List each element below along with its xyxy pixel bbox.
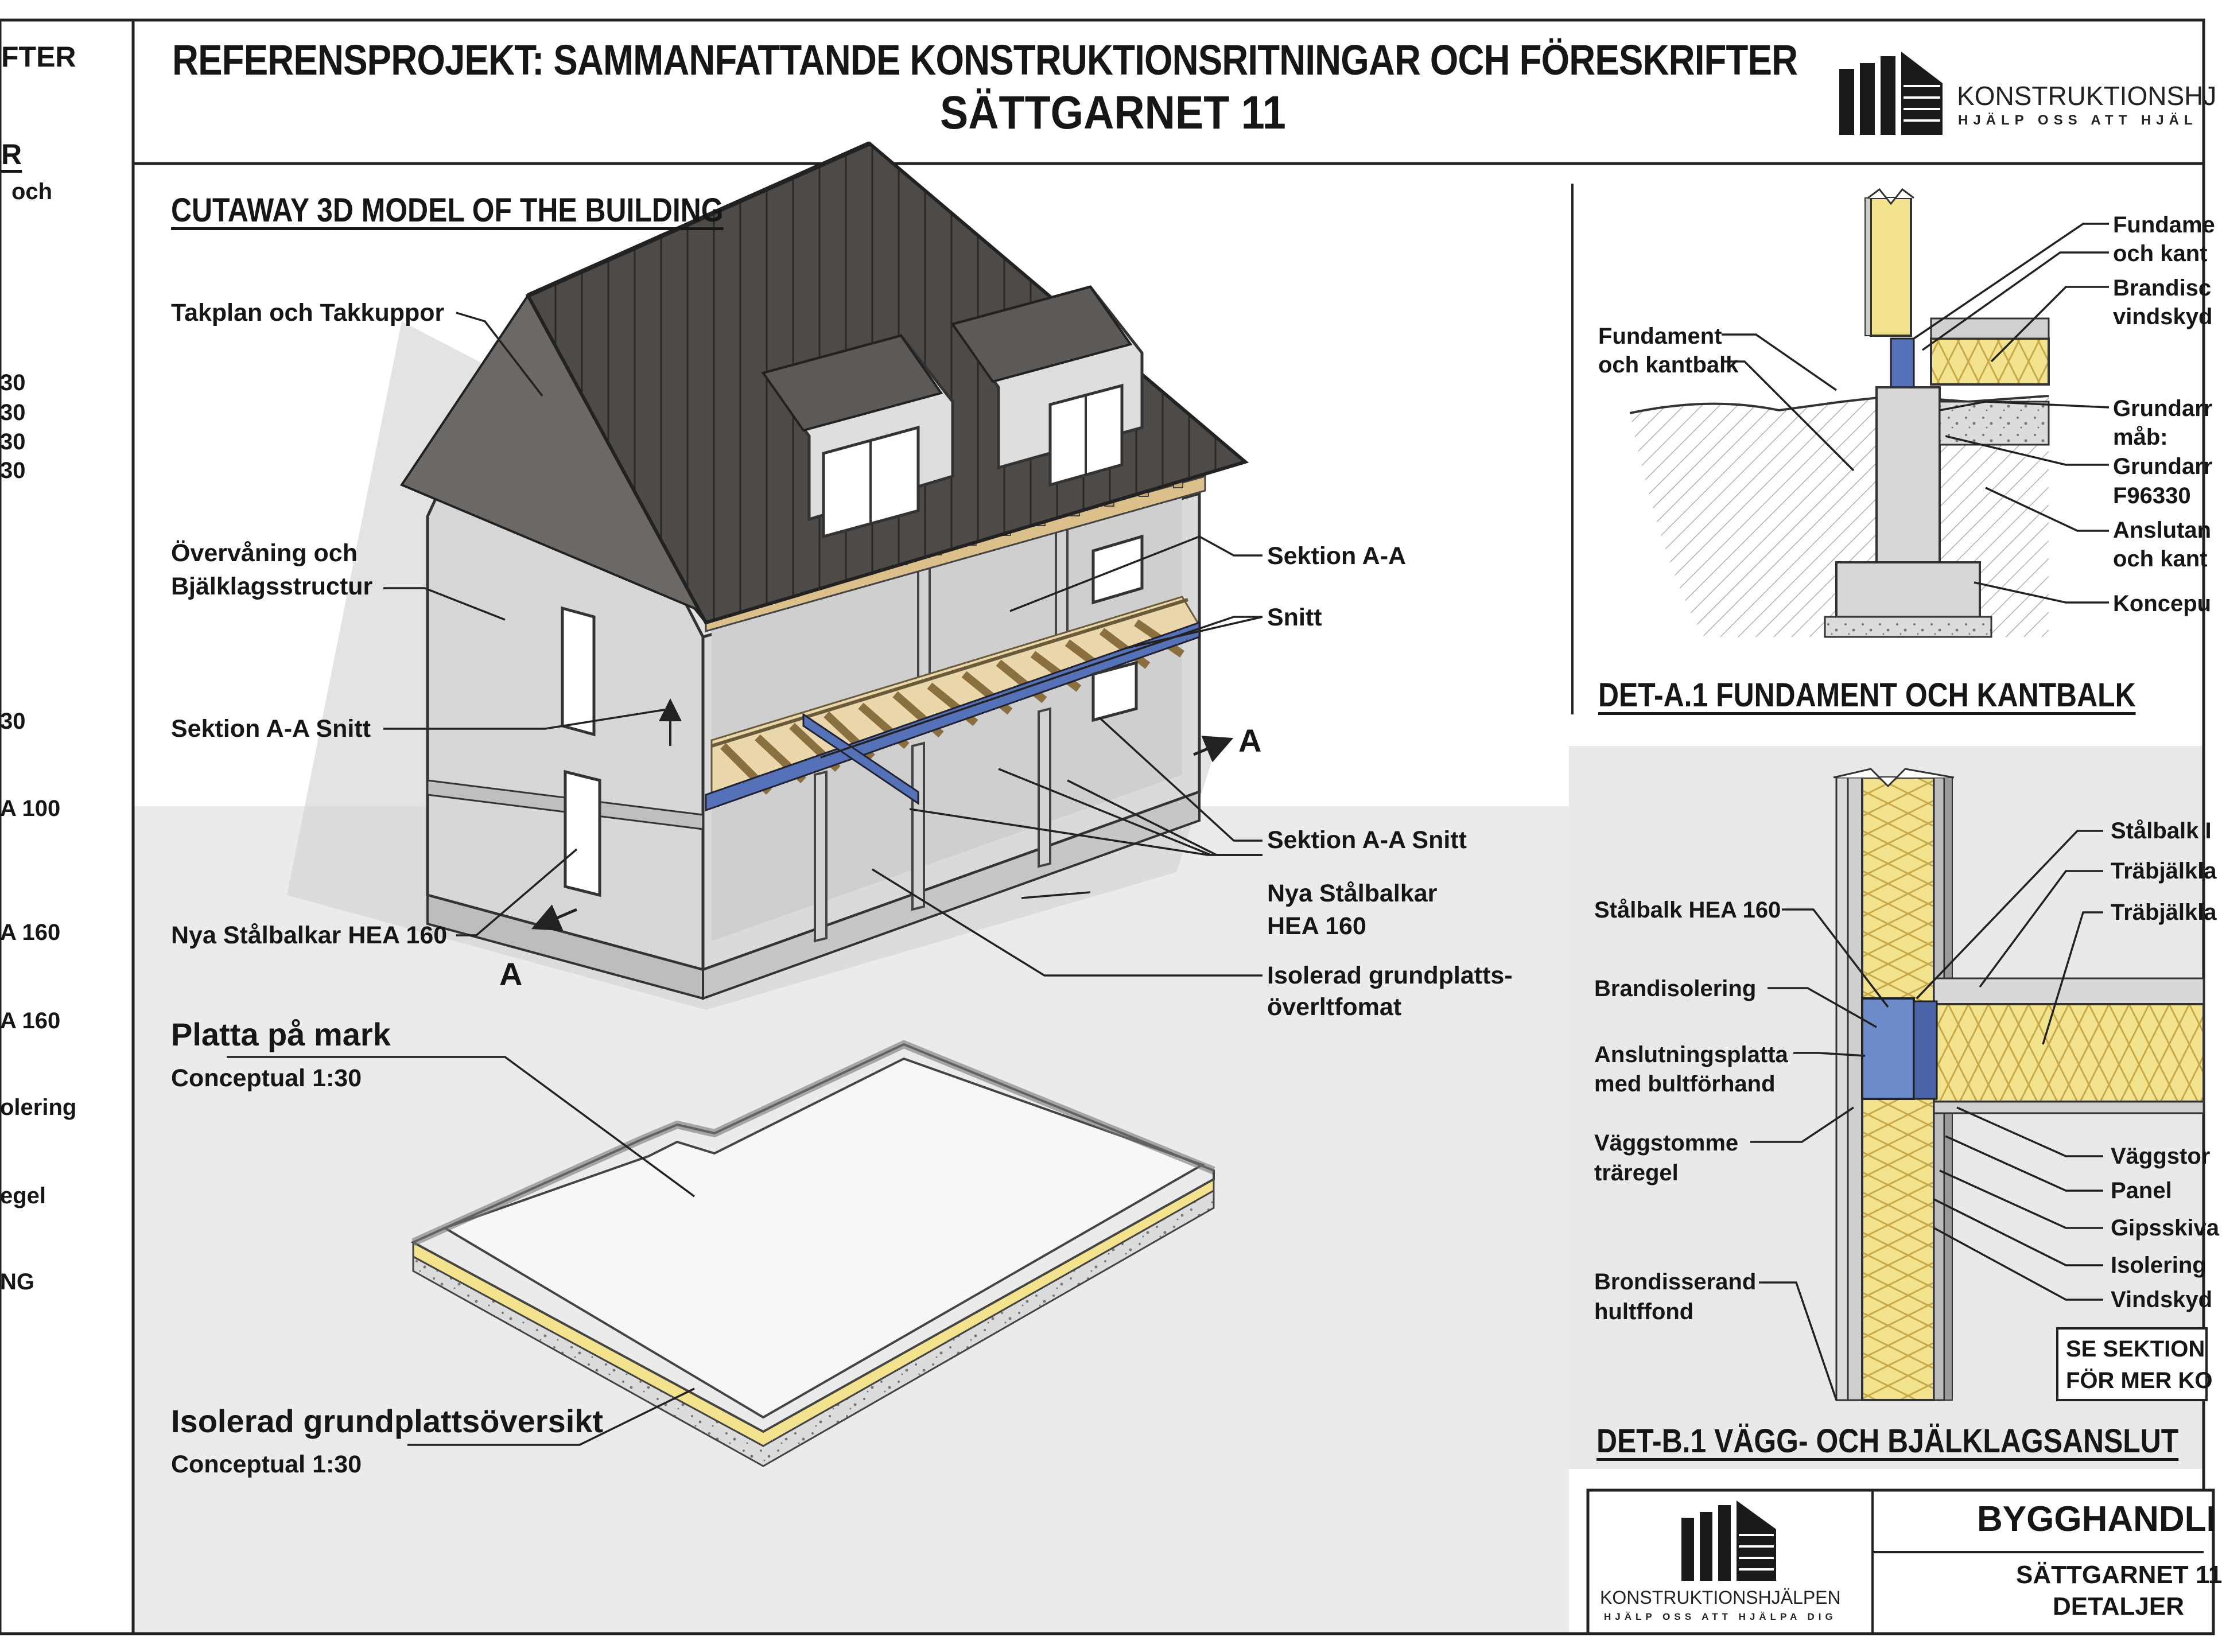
det-a1-right-label: vindskyd <box>2113 304 2213 329</box>
label-isolerad-2: överltfomat <box>1267 993 1402 1021</box>
det-a1-graphic <box>1629 188 2050 638</box>
section-arrow-a-left: A <box>499 956 523 992</box>
left-strip-item: 30 <box>0 429 26 454</box>
det-a1-right-label: måb: <box>2113 425 2168 450</box>
det-a1-right-label: Grundarr <box>2113 454 2213 479</box>
det-b1-left-label: Stålbalk HEA 160 <box>1594 897 1781 923</box>
left-strip-item: NG <box>0 1269 34 1295</box>
header-logo-tagline: HJÄLP OSS ATT HJÄL <box>1958 112 2198 128</box>
left-strip-item: R <box>1 138 22 170</box>
det-b1-right-label: Vindskyd <box>2111 1287 2213 1312</box>
label-nya-stal-2: HEA 160 <box>1267 912 1366 940</box>
det-b1-left-label: Anslutningsplatta <box>1594 1042 1788 1067</box>
label-sektion-left: Sektion A-A Snitt <box>171 715 371 743</box>
slab-scale: Conceptual 1:30 <box>171 1064 362 1092</box>
label-nya-stal-1: Nya Stålbalkar <box>1267 880 1438 907</box>
left-strip-item: 30 <box>0 458 26 483</box>
house-3d-model <box>287 141 1249 1010</box>
det-a1-left-label-1: Fundament <box>1598 324 1722 349</box>
sheet-subtitle: SÄTTGARNET 11 <box>940 87 1286 139</box>
slab-bottom-title: Isolerad grundplattsöversikt <box>171 1403 604 1439</box>
left-strip-item: 30 <box>0 370 26 395</box>
det-b1-left-label: Brandisolering <box>1594 976 1757 1001</box>
slab-bottom-scale: Conceptual 1:30 <box>171 1451 362 1478</box>
det-b1-right-label: Träbjälkla <box>2111 900 2217 925</box>
det-b1-left-label: hultffond <box>1594 1299 1694 1324</box>
header-logo-mark <box>1839 52 1943 135</box>
floor-joists <box>710 596 1201 799</box>
leader-lines-det-b1 <box>1750 830 2103 1401</box>
det-a1-right-label: F96330 <box>2113 483 2191 508</box>
label-sektion-aa: Sektion A-A <box>1267 542 1407 570</box>
det-b1-title: DET-B.1 VÄGG- OCH BJÄLKLAGSANSLUT <box>1596 1422 2179 1460</box>
dormers <box>760 285 1144 539</box>
leader-lines-slab <box>227 1056 696 1446</box>
left-strip-item: 30 <box>0 400 26 425</box>
det-b1-left-label: träregel <box>1594 1160 1679 1185</box>
label-takplan: Takplan och Takkuppor <box>171 299 445 326</box>
det-a1-right-label: Anslutan <box>2113 518 2212 543</box>
slab-on-grade <box>410 1040 1215 1467</box>
title-block-logo-name: KONSTRUKTIONSHJÄLPEN <box>1600 1587 1841 1608</box>
leader-lines-main <box>383 312 1263 977</box>
det-a1-right-label: och kant <box>2113 241 2208 266</box>
det-a1-title: DET-A.1 FUNDAMENT OCH KANTBALK <box>1598 677 2136 714</box>
det-b1-right-label: Stålbalk I <box>2111 818 2212 844</box>
det-a1-right-label: och kant <box>2113 546 2208 572</box>
det-b1-left-label: med bultförhand <box>1594 1071 1776 1097</box>
label-overvaning-1: Övervåning och <box>171 539 358 567</box>
left-strip-item: A 160 <box>0 920 61 945</box>
det-b1-right-label: Väggstor <box>2111 1144 2211 1169</box>
det-b1-graphic <box>1833 768 2208 1401</box>
leader-lines-det-a1 <box>1722 223 2110 604</box>
left-strip-item: egel <box>0 1183 46 1208</box>
det-b1-right-label: Träbjälkla <box>2111 858 2217 884</box>
det-b1-note-1: SE SEKTION <box>2066 1336 2205 1362</box>
det-b1-left-label: Brondisserand <box>1594 1269 1757 1295</box>
title-block-logo-tagline: HJÄLP OSS ATT HJÄLPA DIG <box>1604 1611 1837 1622</box>
label-sektion-right: Sektion A-A Snitt <box>1267 826 1467 854</box>
cutaway-heading: CUTAWAY 3D MODEL OF THE BUILDING <box>171 192 724 229</box>
det-b1-note-2: FÖR MER KO <box>2066 1368 2213 1393</box>
slab-title: Platta på mark <box>171 1016 391 1052</box>
left-strip-item: A 160 <box>0 1008 61 1033</box>
title-block-line1: SÄTTGARNET 11 <box>2016 1561 2222 1589</box>
det-b1-right-label: Isolering <box>2111 1253 2207 1278</box>
det-a1-right-label: Koncepu <box>2113 591 2212 616</box>
det-b1-right-label: Panel <box>2111 1178 2172 1203</box>
det-a1-right-label: Brandisc <box>2113 275 2212 301</box>
det-b1-left-label: Väggstomme <box>1594 1130 1739 1156</box>
left-strip-item: A 100 <box>0 796 61 821</box>
label-overvaning-2: Bjälklagsstructur <box>171 573 373 600</box>
title-block-logo-mark <box>1681 1501 1776 1581</box>
left-strip-item: FTER <box>1 41 76 73</box>
det-a1-right-label: Grundarr <box>2113 396 2213 421</box>
label-snitt: Snitt <box>1267 604 1322 631</box>
det-a1-left-label-2: och kantbalk <box>1598 352 1739 378</box>
left-strip-item: 30 <box>0 709 26 734</box>
det-b1-right-label: Gipsskiva <box>2111 1215 2220 1241</box>
left-strip-item: och <box>11 179 53 204</box>
det-a1-right-label: Fundame <box>2113 212 2215 238</box>
header-logo-name: KONSTRUKTIONSHJ <box>1957 81 2217 111</box>
label-stalbalkar-left: Nya Stålbalkar HEA 160 <box>171 922 448 949</box>
title-block-heading: BYGGHANDLI <box>1977 1499 2216 1539</box>
section-arrow-a-right: A <box>1238 722 1262 759</box>
label-isolerad-1: Isolerad grundplatts- <box>1267 962 1513 989</box>
sheet-title: REFERENSPROJEKT: SAMMANFATTANDE KONSTRUK… <box>172 36 1798 84</box>
title-block-line2: DETALJER <box>2053 1592 2184 1620</box>
left-strip-item: olering <box>0 1095 77 1120</box>
